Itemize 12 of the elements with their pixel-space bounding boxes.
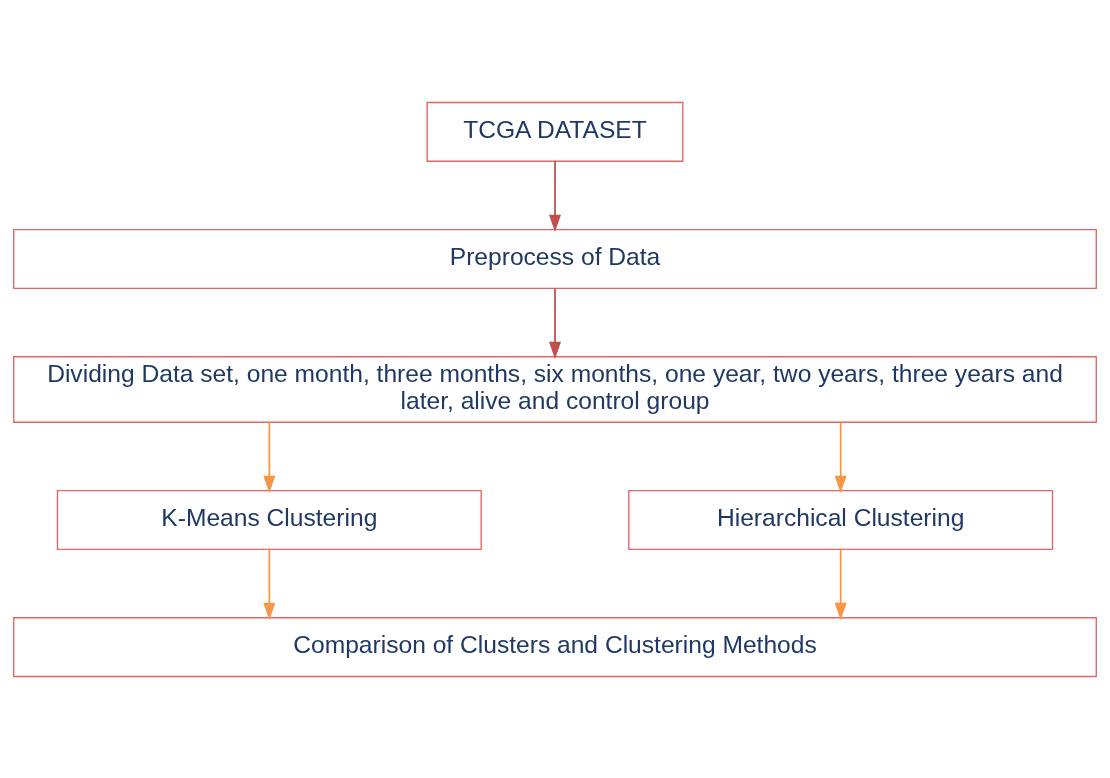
arrow [834,421,847,493]
node-box: Dividing Data set, one month, three months, six months, one year, two years, three years and later, alive and control group [13,355,1097,423]
node-box: Preprocess of Data [13,228,1097,289]
arrow [263,548,276,620]
node-box: Hierarchical Clustering [628,489,1054,550]
arrow [548,159,562,232]
arrow [548,287,562,359]
node-box: K-Means Clustering [56,489,482,550]
arrow [263,421,276,493]
arrow [834,548,847,620]
node-box: TCGA DATASET [426,101,684,162]
node-box: Comparison of Clusters and Clustering Methods [13,616,1097,677]
